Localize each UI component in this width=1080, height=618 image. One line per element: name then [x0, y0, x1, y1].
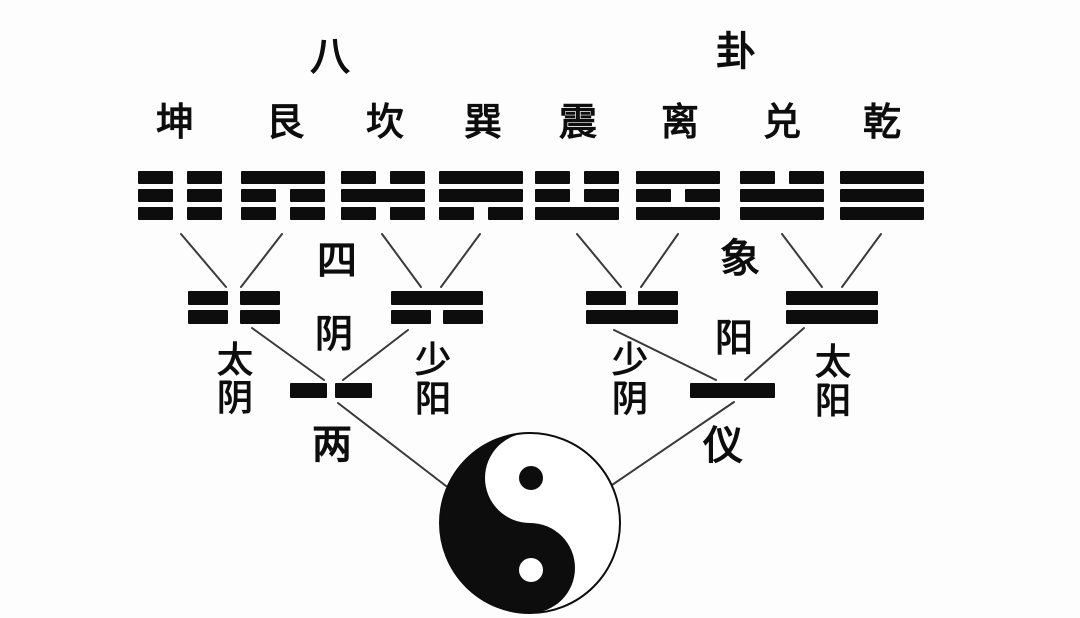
- trigram-li-row3-solid-line: [636, 207, 720, 220]
- connector-lines: [180, 233, 882, 487]
- caption-bagua-left: 八: [310, 34, 350, 80]
- trigram-gen-row1-solid-line: [241, 171, 325, 184]
- trigram-dui-row1-broken-line-left: [740, 171, 775, 184]
- digram-label-taiyang-char1: 太: [814, 342, 852, 383]
- trigram-kan-row2-solid-line: [341, 189, 425, 202]
- connector-line: [744, 327, 805, 381]
- caption-liangyi-right: 仪: [703, 423, 743, 469]
- trigram-qian-row1-solid-line: [840, 171, 924, 184]
- digram-label-taiyang-char2: 阳: [814, 381, 852, 422]
- digram-taiyin-row2-broken-line-left: [188, 310, 228, 324]
- trigram-xun-row3-broken-line-right: [488, 207, 523, 220]
- trigram-kun-row2-broken-line-left: [138, 189, 173, 202]
- trigram-dui-row3-solid-line: [740, 207, 824, 220]
- connector-line: [781, 233, 823, 288]
- connector-line: [251, 327, 325, 381]
- trigram-kun-row3-broken-line-right: [187, 207, 222, 220]
- taiji-black-dot: [519, 466, 543, 490]
- digram-taiyin-row2-broken-line-right: [240, 310, 280, 324]
- digram-label-taiyin-char1: 太: [216, 340, 254, 381]
- trigram-zhen-row1-broken-line-left: [535, 171, 570, 184]
- trigram-zhen-row1-broken-line-right: [584, 171, 619, 184]
- trigram-zhen-row3-solid-line: [535, 207, 619, 220]
- trigram-name-dui: 兑: [762, 100, 802, 144]
- trigram-xun-row1-solid-line: [439, 171, 523, 184]
- trigram-name-qian: 乾: [862, 100, 902, 144]
- digram-label-shaoyin-char1: 少: [611, 340, 649, 381]
- digram-label-shaoyin-char2: 阴: [611, 379, 649, 420]
- trigram-kun-row3-broken-line-left: [138, 207, 173, 220]
- connector-line: [342, 329, 409, 381]
- taiji-white-dot: [519, 558, 543, 582]
- monogram-yin-broken-line-left: [290, 383, 327, 398]
- digram-label-shaoyang-char2: 阳: [414, 379, 452, 420]
- digram-shaoyin-row2-solid-line: [586, 310, 678, 324]
- trigram-name-gen: 艮: [265, 100, 305, 144]
- connector-line: [381, 233, 422, 288]
- digram-shaoyang-row1-solid-line: [391, 291, 483, 305]
- trigram-qian-row3-solid-line: [840, 207, 924, 220]
- trigram-kun-row2-broken-line-right: [187, 189, 222, 202]
- trigram-dui-row1-broken-line-right: [789, 171, 824, 184]
- connector-line: [611, 401, 735, 486]
- trigram-name-li: 离: [660, 100, 700, 144]
- digram-taiyang-row2-solid-line: [786, 310, 878, 324]
- digram-shaoyang-row2-broken-line-left: [391, 310, 431, 324]
- connector-line: [337, 402, 447, 487]
- caption-bagua-right: 卦: [716, 29, 756, 75]
- trigram-name-kun: 坤: [155, 100, 195, 144]
- digram-shaoyin-row1-broken-line-right: [638, 291, 678, 305]
- trigram-zhen-row2-broken-line-right: [584, 189, 619, 202]
- caption-liangyi-left: 两: [312, 422, 352, 468]
- trigram-zhen-row2-broken-line-left: [535, 189, 570, 202]
- digram-shaoyin-row1-broken-line-left: [586, 291, 626, 305]
- digram-taiyang-row1-solid-line: [786, 291, 878, 305]
- digram-shaoyang-row2-broken-line-right: [443, 310, 483, 324]
- trigram-name-kan: 坎: [365, 100, 405, 144]
- trigram-name-zhen: 震: [558, 100, 598, 144]
- connector-line: [576, 233, 622, 288]
- trigram-xun-row2-solid-line: [439, 189, 523, 202]
- trigram-xun-row3-broken-line-left: [439, 207, 474, 220]
- trigram-li-row2-broken-line-left: [636, 189, 671, 202]
- monogram-yin-broken-line-right: [335, 383, 372, 398]
- trigram-kan-row3-broken-line-left: [341, 207, 376, 220]
- taiji-symbol: [439, 432, 621, 614]
- trigram-qian-row2-solid-line: [840, 189, 924, 202]
- monogram-label-yang: 阳: [714, 316, 754, 360]
- caption-sixiang-left: 四: [317, 238, 357, 284]
- trigram-li-row1-solid-line: [636, 171, 720, 184]
- connector-line: [240, 233, 283, 288]
- trigram-dui-row2-solid-line: [740, 189, 824, 202]
- caption-sixiang-right: 象: [720, 236, 760, 282]
- trigram-kan-row1-broken-line-right: [390, 171, 425, 184]
- trigram-kan-row3-broken-line-right: [390, 207, 425, 220]
- monogram-label-yin: 阴: [314, 312, 354, 356]
- digram-label-shaoyang-char1: 少: [414, 340, 452, 381]
- trigram-gen-row2-broken-line-right: [290, 189, 325, 202]
- connector-line: [180, 233, 227, 288]
- digram-taiyin-row1-broken-line-left: [188, 291, 228, 305]
- digram-label-taiyin-char2: 阴: [216, 378, 254, 419]
- trigram-li-row2-broken-line-right: [685, 189, 720, 202]
- connector-line: [841, 233, 882, 288]
- monogram-yang-solid-line: [689, 383, 775, 398]
- digram-taiyin-row1-broken-line-right: [240, 291, 280, 305]
- connector-line: [640, 233, 679, 288]
- connector-line: [440, 233, 481, 288]
- trigram-gen-row3-broken-line-right: [290, 207, 325, 220]
- trigram-gen-row3-broken-line-left: [241, 207, 276, 220]
- trigram-kan-row1-broken-line-left: [341, 171, 376, 184]
- trigram-gen-row2-broken-line-left: [241, 189, 276, 202]
- trigram-kun-row1-broken-line-left: [138, 171, 173, 184]
- trigram-kun-row1-broken-line-right: [187, 171, 222, 184]
- trigram-name-xun: 巽: [463, 100, 503, 144]
- connector-line: [613, 329, 717, 381]
